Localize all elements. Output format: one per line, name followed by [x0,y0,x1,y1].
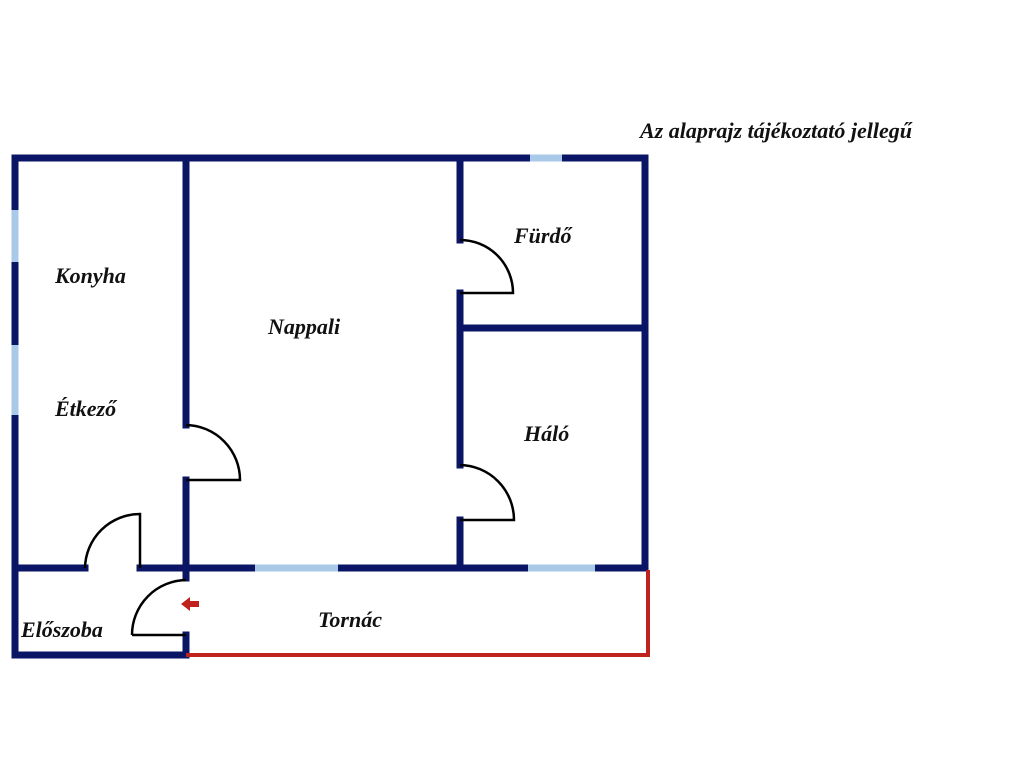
door-living [185,423,242,482]
door-bedroom [459,463,516,522]
porch-outline [186,570,650,657]
walls [11,154,649,659]
room-label-bathroom: Fürdő [513,223,573,248]
disclaimer-note: Az alaprajz tájékoztató jellegű [638,118,913,143]
doors [83,238,516,637]
entrance-arrow-icon [181,597,199,611]
door-kitchen [83,512,142,569]
room-label-bedroom: Háló [523,421,569,446]
door-entrance [130,578,187,637]
room-label-kitchen: Konyha [54,263,126,288]
room-label-hall: Előszoba [20,617,103,642]
room-label-porch: Tornác [318,607,382,632]
door-bathroom [459,238,515,295]
room-label-dining: Étkező [54,396,118,421]
room-label-living: Nappali [267,314,341,339]
windows [11,154,595,572]
